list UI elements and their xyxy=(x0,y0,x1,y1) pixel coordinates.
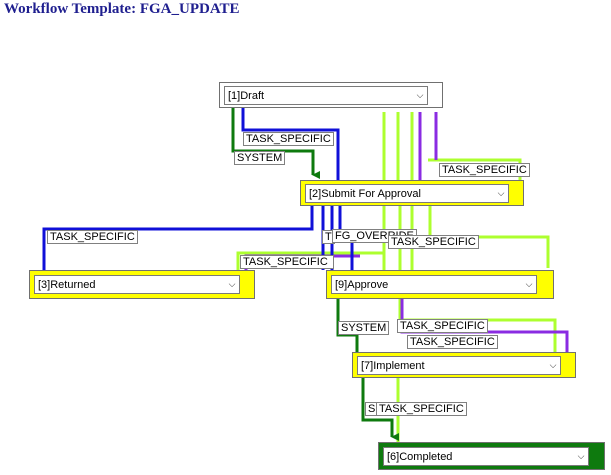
chevron-down-icon[interactable]: ⌵ xyxy=(577,451,585,461)
label-truncated-s[interactable]: S xyxy=(365,402,379,416)
approve-select[interactable]: [9]Approve ⌵ xyxy=(331,275,537,294)
submit-for-approval-select[interactable]: [2]Submit For Approval ⌵ xyxy=(305,184,509,203)
label-task-specific-5[interactable]: TASK_SPECIFIC xyxy=(240,255,334,269)
completed-select-label: [6]Completed xyxy=(387,450,453,463)
label-task-specific-2[interactable]: TASK_SPECIFIC xyxy=(439,163,530,177)
node-draft[interactable]: [1]Draft ⌵ xyxy=(219,82,443,108)
returned-select[interactable]: [3]Returned ⌵ xyxy=(34,275,240,294)
chevron-down-icon[interactable]: ⌵ xyxy=(525,279,533,289)
label-task-specific-3[interactable]: TASK_SPECIFIC xyxy=(47,230,138,244)
chevron-down-icon[interactable]: ⌵ xyxy=(228,279,236,289)
returned-select-label: [3]Returned xyxy=(38,278,96,291)
label-task-specific-1[interactable]: TASK_SPECIFIC xyxy=(243,132,334,146)
connector-blue-1 xyxy=(241,108,340,180)
label-system-2[interactable]: SYSTEM xyxy=(338,321,390,335)
label-task-specific-7[interactable]: TASK_SPECIFIC xyxy=(407,335,498,349)
implement-select-label: [7]Implement xyxy=(361,359,425,372)
connector-lime-7 xyxy=(236,251,384,270)
draft-select-label: [1]Draft xyxy=(228,89,265,102)
label-task-specific-4[interactable]: TASK_SPECIFIC xyxy=(388,235,479,249)
chevron-down-icon[interactable]: ⌵ xyxy=(416,90,424,100)
implement-select[interactable]: [7]Implement ⌵ xyxy=(357,356,561,375)
connector-green-3 xyxy=(361,378,399,441)
page-title: Workflow Template: FGA_UPDATE xyxy=(4,1,240,17)
connector-blue-2 xyxy=(42,205,314,270)
chevron-down-icon[interactable]: ⌵ xyxy=(549,360,557,370)
node-implement[interactable]: [7]Implement ⌵ xyxy=(352,352,576,378)
connector-green-2 xyxy=(336,298,359,352)
label-task-specific-6[interactable]: TASK_SPECIFIC xyxy=(397,319,488,333)
completed-select[interactable]: [6]Completed ⌵ xyxy=(383,447,589,466)
node-approve[interactable]: [9]Approve ⌵ xyxy=(326,270,554,299)
draft-select[interactable]: [1]Draft ⌵ xyxy=(224,86,428,105)
node-completed[interactable]: [6]Completed ⌵ xyxy=(378,442,605,470)
node-submit-for-approval[interactable]: [2]Submit For Approval ⌵ xyxy=(300,180,524,206)
label-task-specific-8[interactable]: TASK_SPECIFIC xyxy=(376,402,467,416)
label-system-1[interactable]: SYSTEM xyxy=(234,151,286,165)
submit-for-approval-select-label: [2]Submit For Approval xyxy=(309,187,421,200)
connector-lime-6 xyxy=(428,200,550,268)
chevron-down-icon[interactable]: ⌵ xyxy=(497,188,505,198)
approve-select-label: [9]Approve xyxy=(335,278,389,291)
node-returned[interactable]: [3]Returned ⌵ xyxy=(29,270,255,299)
